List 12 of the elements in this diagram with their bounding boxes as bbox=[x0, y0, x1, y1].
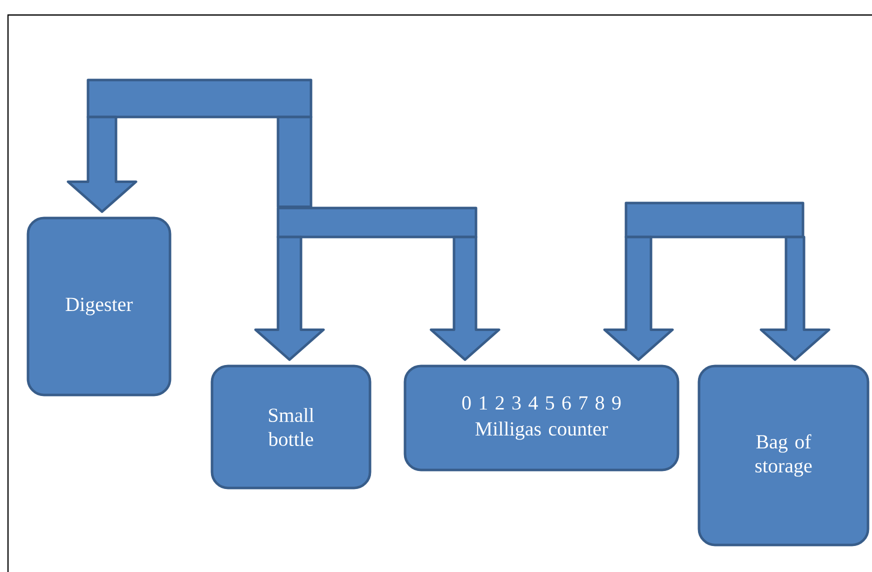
block-arrow bbox=[603, 236, 674, 361]
connector-bar bbox=[624, 202, 804, 238]
connector-bar bbox=[276, 206, 478, 238]
connector-bar bbox=[276, 116, 312, 208]
process-box: Small bottle bbox=[210, 364, 372, 490]
process-box: Digester bbox=[26, 216, 172, 396]
block-arrow bbox=[760, 236, 830, 361]
process-box: 0 1 2 3 4 5 6 7 8 9 Milligas counter bbox=[404, 364, 680, 472]
process-box: Bag of storage bbox=[698, 364, 870, 546]
block-arrow bbox=[66, 116, 138, 213]
block-arrow bbox=[430, 236, 500, 361]
block-arrow bbox=[254, 236, 325, 361]
